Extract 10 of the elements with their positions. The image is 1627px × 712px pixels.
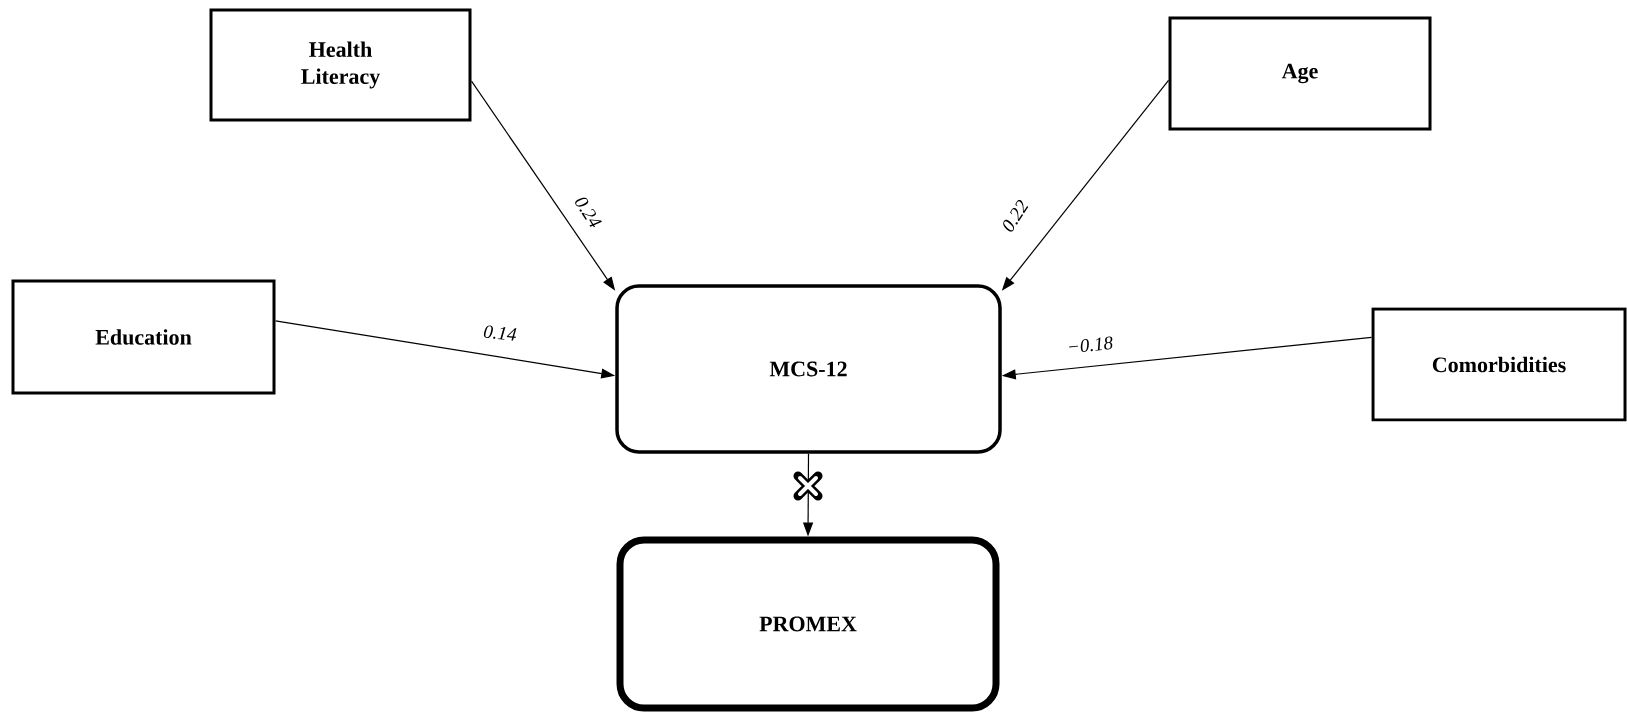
variable-box: Education bbox=[11, 279, 276, 395]
edge-label: 0.22 bbox=[999, 197, 1031, 235]
process-box: PROMEX bbox=[616, 536, 1000, 712]
edge-label: 0.14 bbox=[481, 323, 519, 343]
variable-box: Age bbox=[1168, 16, 1432, 131]
process-box: MCS-12 bbox=[615, 284, 1002, 454]
edge-label: 0.24 bbox=[572, 193, 604, 231]
variable-box: Comorbidities bbox=[1371, 307, 1627, 422]
variable-box: Health Literacy bbox=[209, 8, 472, 122]
edge-label: −0.18 bbox=[1065, 335, 1115, 355]
